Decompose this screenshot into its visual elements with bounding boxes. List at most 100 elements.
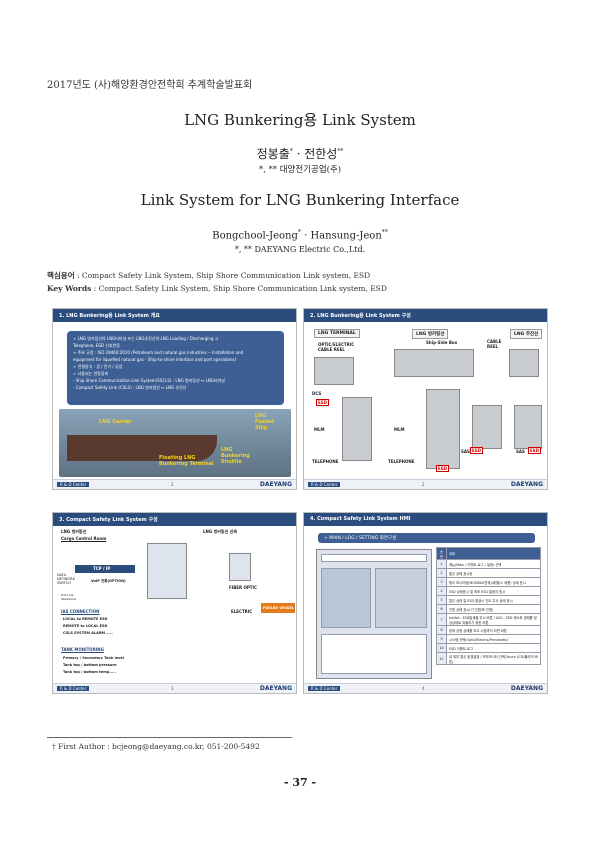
label: SAS (516, 449, 525, 454)
keywords-english: Key Words : Compact Safety Link System, … (47, 284, 387, 293)
author-en-2-mark: ** (381, 229, 388, 236)
label: TELEPHONE (312, 459, 339, 464)
fueled-vessel-label: FUELED VESSEL (263, 606, 294, 610)
hotline-label: Hot Line Telephone (61, 593, 77, 601)
author-en-separator: · (300, 230, 311, 242)
label: DCS (312, 391, 322, 396)
cell-no: 4 (436, 586, 447, 596)
author-2: 전한성 (304, 147, 338, 161)
csls-cabinet (147, 543, 187, 599)
slide-page: 2 (422, 482, 425, 487)
hmi-tank-panel (321, 568, 371, 628)
bullet: ➢ 연결방식 : 광 / 전기 / 공압 (73, 364, 123, 369)
cell-no: 6 (436, 604, 447, 614)
rd-center: R & D Center (308, 482, 341, 487)
ias-item: REMOTE to LOCAL ESD (63, 624, 108, 628)
photo-label: LNG Bunkering Shuttle (221, 447, 250, 465)
bullet: ➢ 주요 규정 : ISO 28460:2010 (Petroleum and … (73, 350, 244, 355)
authors-english: Bongchool-Jeong* · Hansung-Jeon** (0, 229, 600, 241)
slide-components: 2. LNG Bunkering용 Link System 구성 LNG TER… (303, 308, 548, 490)
author-en-2: Hansung-Jeon (310, 230, 382, 242)
hmi-esd-panel (375, 568, 427, 628)
affiliation-korean: *, ** 대양전기공업(주) (258, 165, 342, 175)
ias-item: LOCAL to REMOTE ESD (63, 617, 108, 621)
fiber-label: FIBER OPTIC (229, 585, 257, 590)
cell-content: ESD 상태표시 및 최조 ESD 발생지 표시 (446, 586, 541, 596)
cell-content: 메뉴(Main / 이벤트 로그 / 설정) 선택 (446, 559, 541, 569)
page-number: - 37 - (283, 776, 317, 789)
overview-bullets: ➢ LNG 벙커링선의 LNG터미널 또는 LNG추진선의 LNG Loadin… (67, 331, 284, 405)
dcs-cabinet (342, 397, 372, 461)
slide-title: 4. Compact Safety Link System HMI (304, 513, 547, 526)
th-content: 내용 (446, 547, 541, 560)
slide-title: 2. LNG Bunkering용 Link System 구성 (304, 309, 547, 322)
slide-page: 4 (422, 686, 425, 691)
cell-no: 7 (436, 613, 447, 626)
ias-title: IAS CONNECTION (61, 609, 100, 614)
label: TELEPHONE (388, 459, 415, 464)
sas-panel-2 (514, 405, 542, 449)
label: Ship-Side Box (426, 340, 458, 345)
tank-item: Tank top / bottom temp..... (63, 670, 117, 674)
esd-badge: ESD (436, 465, 449, 472)
authors-korean: 정봉출* · 전한성** (0, 145, 600, 162)
daeyang-logo: DAEYANG (510, 481, 543, 488)
th-no: 순번 (436, 547, 447, 560)
shipside-title: LNG 벙커링선 선측 (203, 529, 238, 534)
cell-content: 시스템 선택(Optic/Electric/Pneumatic) (446, 634, 541, 644)
cable-reel-2 (509, 349, 539, 377)
col-bunkering: LNG 벙커링선 (412, 329, 449, 339)
cell-no: 10 (436, 643, 447, 653)
tcp-bar (75, 565, 135, 573)
author-en-1-mark: * (297, 229, 301, 236)
bullet: equipment for liquefied natural gas - Sh… (73, 357, 237, 362)
col-fueled: LNG 추진선 (510, 329, 543, 339)
slide-footer: R & D Center 4 DAEYANG (304, 683, 547, 693)
bullet: Telephone, ESD 신호연동 (73, 343, 120, 348)
rd-center: R & D Center (308, 686, 341, 691)
hmi-screen (316, 549, 432, 679)
slide-page: 2 (171, 482, 174, 487)
daeyang-logo: DAEYANG (259, 685, 292, 692)
esd-badge: ESD (470, 447, 483, 454)
ias-item: CSLS SYSTEM ALARM ..... (63, 631, 113, 635)
photo-label: LNG Fueled Ship (255, 413, 274, 431)
cell-no: 3 (436, 577, 447, 587)
label: CABLE REEL (487, 339, 502, 349)
keywords-en-text: : Compact Safety Link System, Ship Shore… (91, 284, 387, 293)
daeyang-logo: DAEYANG (510, 685, 543, 692)
paper-title-korean: LNG Bunkering용 Link System (184, 111, 416, 129)
slide-hmi: 4. Compact Safety Link System HMI ➢ MAIN… (303, 512, 548, 694)
cell-no: 1 (436, 559, 447, 569)
link-cabinet (426, 389, 460, 469)
tank-title: TANK MONITORING (61, 647, 104, 652)
ship-side-box (394, 349, 474, 377)
paper-title-english: Link System for LNG Bunkering Interface (140, 191, 460, 209)
voip-label: VoIP 전화(OPTION) (91, 579, 126, 583)
footnote-divider (47, 737, 292, 738)
rd-center: R & D Center (57, 686, 90, 691)
cell-no: 9 (436, 634, 447, 644)
cell-content: 현재 긍정 상태를 보고 시점까지 되면 버튼 (446, 625, 541, 635)
author-1: 정봉출 (256, 147, 290, 161)
cell-no: 11 (436, 652, 447, 665)
rd-center: R & D Center (57, 482, 90, 487)
electric-label: ELECTRIC (231, 609, 253, 614)
photo-label: LNG Carrier (99, 419, 132, 425)
bullet: ➢ 사용되는 연동장비 (73, 371, 109, 376)
bullet: ➢ LNG 벙커링선의 LNG터미널 또는 LNG추진선의 LNG Loadin… (73, 336, 219, 341)
slide-footer: R & D Center 3 DAEYANG (53, 683, 296, 693)
keywords-kr-text: : Compact Safety Link System, Ship Shore… (74, 271, 371, 280)
hmi-menu (321, 554, 427, 562)
slide-page: 3 (171, 686, 174, 691)
label: MLM (394, 427, 405, 432)
